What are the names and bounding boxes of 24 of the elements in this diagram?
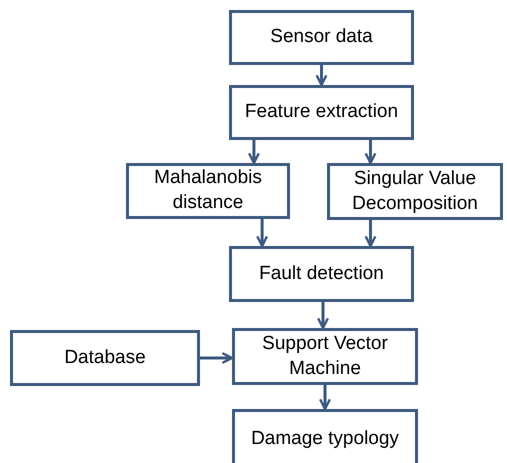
arrow [256, 219, 268, 248]
arrow [316, 65, 328, 86]
process-box [229, 85, 414, 140]
arrow [200, 352, 234, 364]
box-label: Fault detection [259, 262, 384, 286]
box-label: Damage typology [251, 426, 399, 451]
process-box [327, 163, 503, 220]
process-box [229, 10, 414, 65]
process-box [126, 163, 290, 219]
box-label: Support Vector Machine [261, 332, 389, 380]
arrow [317, 302, 329, 330]
box-label: Singular Value Decomposition [351, 166, 479, 216]
arrow [248, 140, 260, 164]
box-label: Feature extraction [244, 100, 398, 124]
box-label: Database [64, 346, 146, 370]
box-label: Sensor data [270, 25, 373, 50]
box-label: Mahalanobis distance [153, 166, 263, 215]
process-box [232, 328, 418, 385]
process-box [10, 330, 200, 386]
arrow [364, 140, 376, 164]
process-box [232, 409, 418, 463]
arrow [364, 220, 376, 248]
arrow [319, 385, 331, 410]
process-box [229, 246, 414, 302]
